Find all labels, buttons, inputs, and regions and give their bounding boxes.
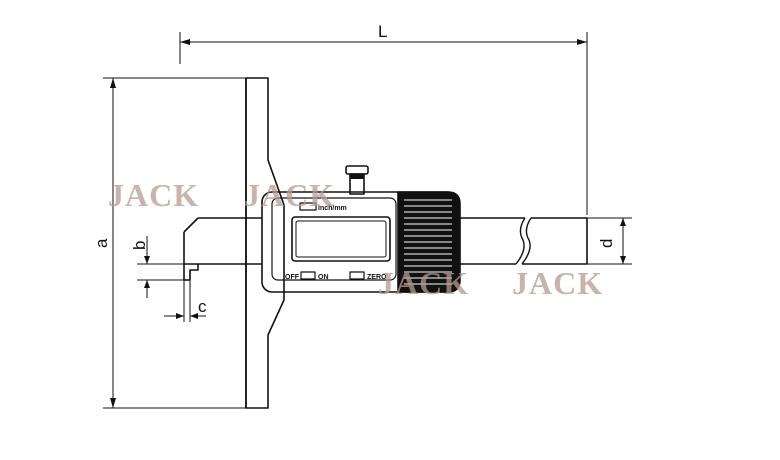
hook-height-label: b — [130, 241, 149, 250]
watermark-lower-middle: JACK — [378, 265, 469, 301]
thumbwheel — [397, 191, 461, 293]
beam-height-label: d — [597, 239, 616, 248]
watermark-center: JACK — [244, 177, 335, 213]
inch-mm-button — [299, 202, 317, 211]
hook-width-label: c — [198, 297, 207, 316]
watermark-left: JACK — [108, 177, 199, 213]
hook-width-dimension — [164, 280, 206, 322]
base-height-dimension — [103, 77, 246, 409]
measuring-hook — [183, 264, 199, 281]
length-dimension — [179, 32, 588, 215]
base-height-label: a — [92, 238, 111, 248]
inch-mm-label: inch/mm — [318, 205, 347, 212]
zero-label: ZERO — [367, 274, 387, 281]
lcd-screen — [291, 216, 391, 262]
hook-height-dimension — [137, 236, 184, 298]
length-label: L — [378, 22, 387, 41]
measuring-beam — [183, 217, 588, 265]
gauge-base — [245, 77, 285, 409]
beam-height-dimension — [587, 217, 632, 265]
off-label: OFF — [285, 274, 300, 281]
zero-button — [349, 271, 365, 280]
watermark-lower-right: JACK — [512, 265, 603, 301]
on-label: ON — [318, 274, 329, 281]
off-button — [300, 271, 316, 280]
